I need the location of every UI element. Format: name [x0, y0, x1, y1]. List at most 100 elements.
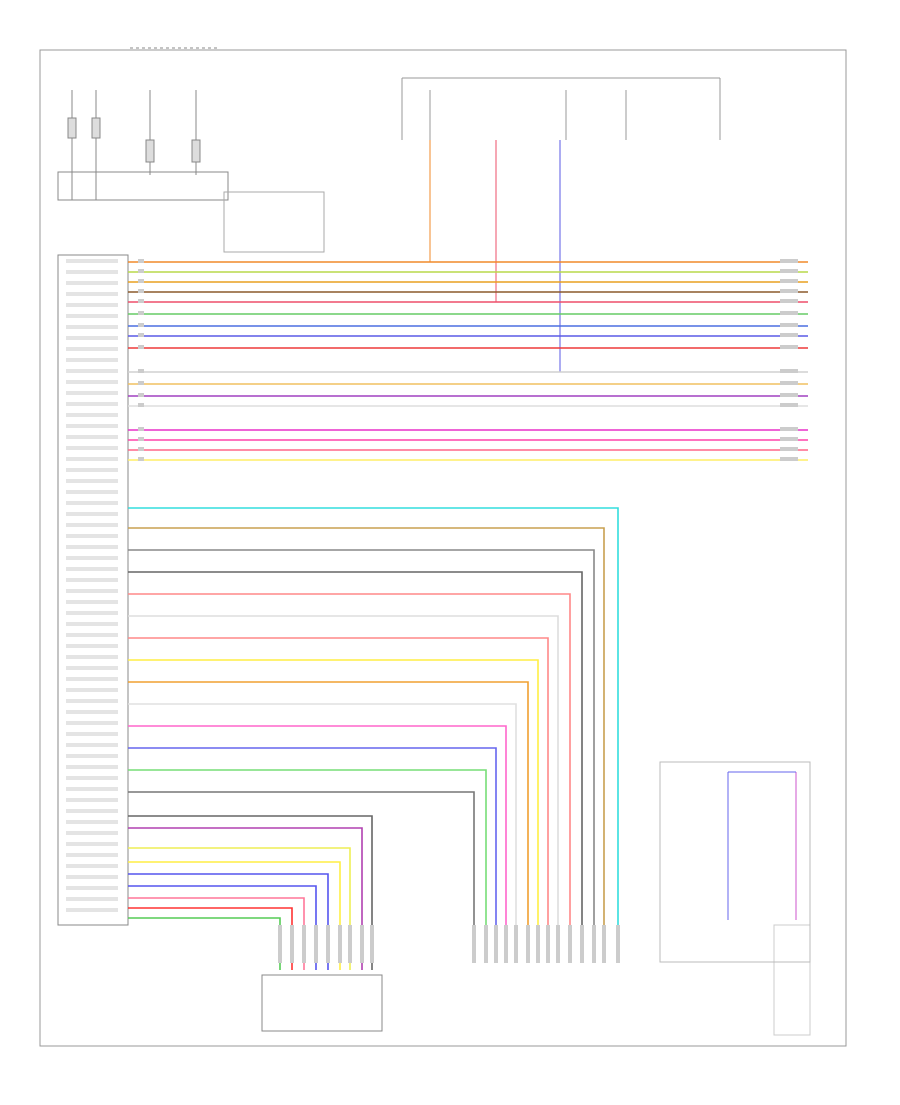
module-pin-label	[66, 842, 118, 846]
wire-tag	[138, 289, 144, 293]
wire-vertical	[128, 703, 517, 930]
module-pin-label	[66, 281, 118, 285]
wire-vertical	[128, 791, 475, 930]
module-pin-label	[66, 468, 118, 472]
wire-end-tag	[780, 311, 798, 315]
relay-block	[401, 77, 721, 140]
orange-feed-wire	[429, 140, 800, 263]
wire-vertical	[128, 507, 619, 930]
module-pin-label	[66, 875, 118, 879]
module-pin-label	[66, 490, 118, 494]
module-pin-label	[66, 611, 118, 615]
module-pin-label	[66, 457, 118, 461]
module-pin-label	[66, 325, 118, 329]
module-pin-label	[66, 369, 118, 373]
module-pin-label	[66, 754, 118, 758]
module-pin-label	[66, 820, 118, 824]
wire-end-tag	[780, 403, 798, 407]
wire-connector-pin	[504, 925, 508, 963]
wire-connector-pin	[514, 925, 518, 963]
module-pin-label	[66, 380, 118, 384]
wire-tag	[138, 381, 144, 385]
module-pin-label	[66, 831, 118, 835]
wire-connector-pin	[360, 925, 364, 963]
module-pin-label	[66, 336, 118, 340]
module-pin-label	[66, 710, 118, 714]
wire-tag	[138, 457, 144, 461]
wire-end-tag	[780, 393, 798, 397]
wire-end-tag	[780, 289, 798, 293]
wire-tag	[138, 259, 144, 263]
bottom-connector-right	[773, 924, 811, 1036]
module-pin-label	[66, 578, 118, 582]
module-pin-label	[66, 655, 118, 659]
module-pin-label	[66, 732, 118, 736]
top-left-connectors	[57, 47, 229, 201]
wire-connector-pin	[526, 925, 530, 963]
module-pin-label	[66, 776, 118, 780]
wire-tag	[138, 269, 144, 273]
wire-end-tag	[780, 269, 798, 273]
wire-bottom	[128, 861, 341, 970]
module-pin-label	[66, 798, 118, 802]
wire-tag	[138, 299, 144, 303]
module-pin-label	[66, 479, 118, 483]
wire-connector-pin	[616, 925, 620, 963]
module-pin-label	[66, 567, 118, 571]
wire-vertical	[128, 637, 549, 930]
wire-tag	[138, 427, 144, 431]
module-pin-label	[66, 908, 118, 912]
wire-end-tag	[780, 369, 798, 373]
bottom-connector-left	[261, 974, 383, 1032]
module-pin-label	[66, 556, 118, 560]
wire-connector-pin	[494, 925, 498, 963]
wire-connector-pin	[472, 925, 476, 963]
module-pin-label	[66, 853, 118, 857]
module-pin-label	[66, 259, 118, 263]
wire-tag	[138, 345, 144, 349]
module-pin-label	[66, 589, 118, 593]
module-pin-label	[66, 743, 118, 747]
wire-end-tag	[780, 457, 798, 461]
module-pin-label	[66, 501, 118, 505]
module-pin-label	[66, 688, 118, 692]
module-pin-label	[66, 897, 118, 901]
wire-connector-pin	[546, 925, 550, 963]
wire-connector-pin	[326, 925, 330, 963]
wire-connector-pin	[580, 925, 584, 963]
wire-connector-pin	[278, 925, 282, 963]
module-pin-label	[66, 545, 118, 549]
wire-bottom	[128, 917, 281, 970]
module-pin-label	[66, 435, 118, 439]
wire-connector-pin	[556, 925, 560, 963]
wire-connector-pin	[348, 925, 352, 963]
wire-end-tag	[780, 259, 798, 263]
wire-connector-pin	[302, 925, 306, 963]
wire-end-tag	[780, 381, 798, 385]
module-pin-label	[66, 358, 118, 362]
wire-connector-pin	[568, 925, 572, 963]
wire-end-tag	[780, 427, 798, 431]
wire-bottom	[128, 827, 363, 970]
wire-connector-pin	[536, 925, 540, 963]
module-pin-label	[66, 424, 118, 428]
wire-tag	[138, 311, 144, 315]
wire-vertical	[128, 725, 507, 930]
wire-end-tag	[780, 323, 798, 327]
diagram-frame	[39, 49, 847, 1047]
module-pin-label	[66, 391, 118, 395]
wire-bottom	[128, 873, 329, 970]
module-pin-label	[66, 347, 118, 351]
module-pin-label	[66, 886, 118, 890]
right-module-outline	[659, 761, 811, 963]
wire-connector-pin	[602, 925, 606, 963]
module-pin-label	[66, 600, 118, 604]
module-pin-label	[66, 644, 118, 648]
module-pin-label	[66, 721, 118, 725]
module-pin-label	[66, 534, 118, 538]
wire-connector-pin	[314, 925, 318, 963]
wire-end-tag	[780, 437, 798, 441]
wire-tag	[138, 279, 144, 283]
module-pin-label	[66, 270, 118, 274]
module-pin-label	[66, 677, 118, 681]
